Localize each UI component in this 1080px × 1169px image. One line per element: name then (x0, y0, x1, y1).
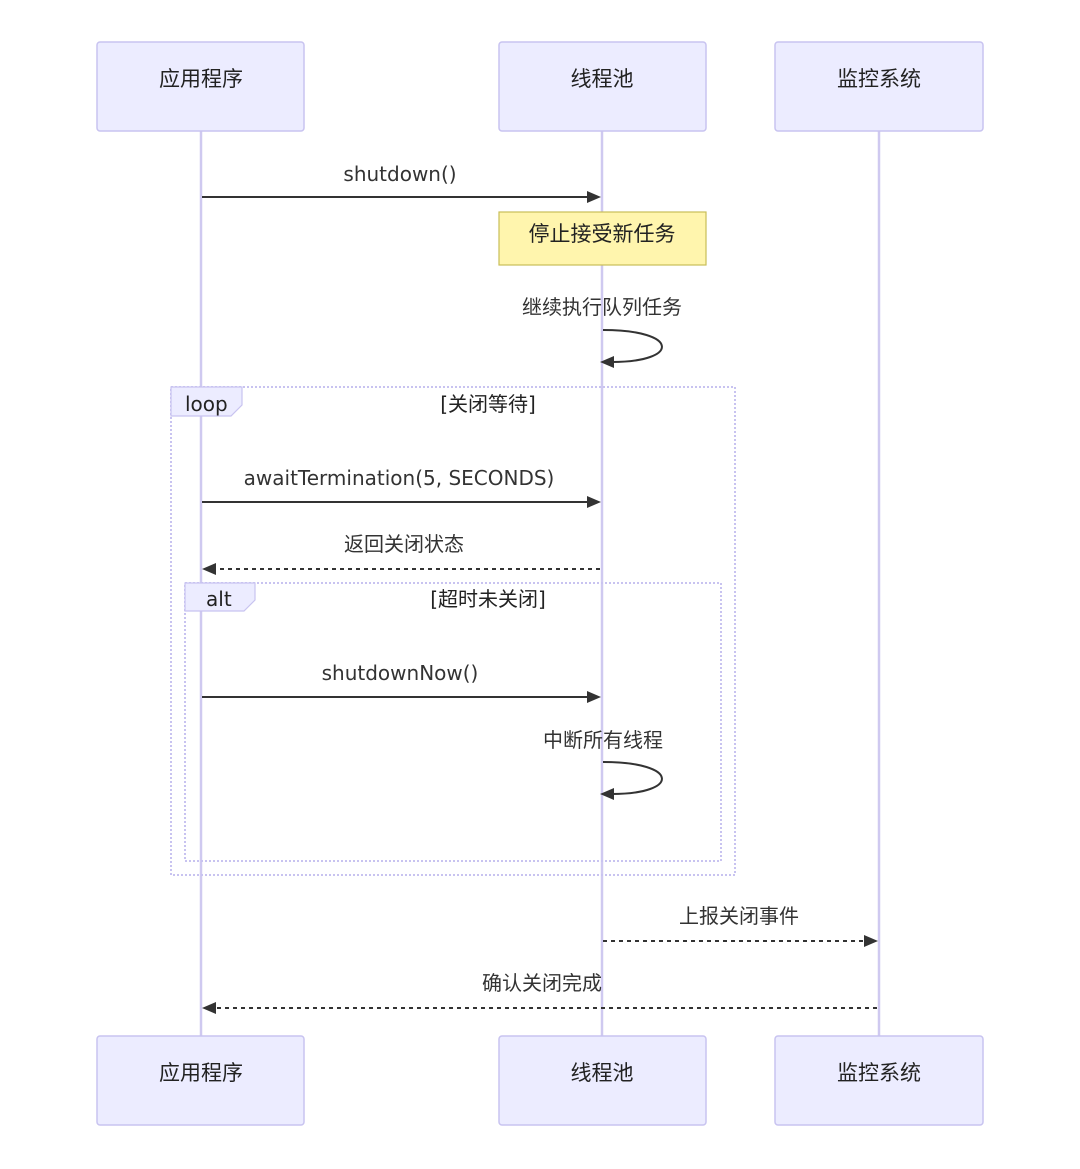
actor-pool-bottom: 线程池 (498, 1035, 707, 1126)
actor-app-bottom-label: 应用程序 (159, 1061, 243, 1085)
arrowhead (600, 788, 614, 800)
arrowhead (587, 691, 601, 703)
message-confirm-complete-label: 确认关闭完成 (482, 971, 602, 995)
arrowhead (864, 935, 878, 947)
arrowhead (587, 496, 601, 508)
frame-alt: alt [超时未关闭] (184, 582, 722, 862)
frame-loop-condition: [关闭等待] (440, 392, 536, 416)
arrowhead (202, 1002, 216, 1014)
note-text: 停止接受新任务 (529, 222, 676, 246)
arrowhead (600, 356, 614, 368)
message-interrupt-threads-label: 中断所有线程 (543, 728, 663, 752)
message-confirm-complete: 确认关闭完成 (202, 971, 877, 1014)
frame-alt-condition: [超时未关闭] (430, 587, 546, 611)
arrowhead (587, 191, 601, 203)
actor-pool-bottom-label: 线程池 (571, 1061, 634, 1085)
message-shutdown-now-label: shutdownNow() (322, 661, 479, 685)
actor-monitor-bottom: 监控系统 (774, 1035, 984, 1126)
note-stop-accepting: 停止接受新任务 (498, 211, 707, 266)
actor-monitor-top-label: 监控系统 (837, 67, 921, 91)
message-shutdown-now: shutdownNow() (202, 661, 601, 703)
actor-monitor-top: 监控系统 (774, 41, 984, 132)
actor-app-top-label: 应用程序 (159, 67, 243, 91)
message-shutdown: shutdown() (202, 162, 601, 203)
message-await-termination: awaitTermination(5, SECONDS) (202, 466, 601, 508)
message-return-status-label: 返回关闭状态 (344, 532, 464, 556)
message-interrupt-threads: 中断所有线程 (543, 728, 663, 800)
frame-loop-keyword: loop (185, 392, 228, 416)
message-continue-queue: 继续执行队列任务 (522, 295, 682, 368)
message-shutdown-label: shutdown() (343, 162, 456, 186)
frame-alt-keyword: alt (206, 587, 232, 611)
actor-pool-top: 线程池 (498, 41, 707, 132)
actor-app-bottom: 应用程序 (96, 1035, 305, 1126)
message-await-termination-label: awaitTermination(5, SECONDS) (244, 466, 555, 490)
actor-app-top: 应用程序 (96, 41, 305, 132)
frame-loop: loop [关闭等待] (170, 386, 736, 876)
actor-pool-top-label: 线程池 (571, 67, 634, 91)
message-return-status: 返回关闭状态 (202, 532, 600, 575)
arrowhead (202, 563, 216, 575)
message-continue-queue-label: 继续执行队列任务 (522, 295, 682, 319)
message-report-event: 上报关闭事件 (603, 904, 878, 947)
message-report-event-label: 上报关闭事件 (679, 904, 799, 928)
actor-monitor-bottom-label: 监控系统 (837, 1061, 921, 1085)
